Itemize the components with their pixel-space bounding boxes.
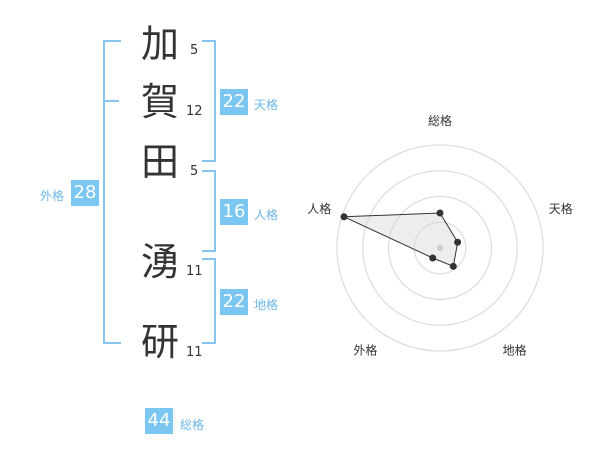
jinkaku-label: 人格	[254, 208, 279, 222]
stroke-count-5: 11	[186, 345, 203, 360]
soukaku-value: 44	[145, 408, 173, 434]
data-point	[340, 213, 348, 221]
data-point	[449, 262, 457, 270]
soukaku-label: 総格	[180, 418, 205, 432]
gaikaku-label: 外格	[40, 189, 65, 203]
data-polygon	[343, 212, 459, 268]
data-point	[429, 254, 437, 262]
axis-label: 人格	[307, 201, 331, 216]
axis-label: 天格	[549, 201, 573, 216]
gaikaku-value: 28	[71, 180, 99, 206]
stroke-count-4: 11	[186, 264, 203, 279]
gaikaku-bracket	[103, 40, 121, 344]
stroke-count-1: 5	[190, 43, 199, 58]
tenkaku-value: 22	[220, 89, 248, 115]
grid-ring	[336, 144, 544, 352]
axis-label: 地格	[503, 343, 527, 358]
axis-label: 総格	[428, 113, 452, 128]
data-point	[454, 238, 462, 246]
name-char-4: 湧	[140, 240, 179, 284]
grid-ring	[362, 170, 518, 326]
grid-ring	[413, 221, 467, 275]
axis-label: 外格	[353, 343, 377, 358]
name-char-2: 賀	[140, 80, 179, 124]
chikaku-bracket	[202, 258, 216, 344]
name-char-1: 加	[140, 22, 179, 66]
stroke-count-3: 5	[190, 164, 199, 179]
name-char-5: 研	[140, 320, 179, 364]
name-char-3: 田	[140, 140, 179, 184]
stroke-count-2: 12	[186, 104, 203, 119]
chikaku-label: 地格	[254, 298, 279, 312]
data-point	[436, 209, 444, 217]
jinkaku-bracket	[202, 170, 216, 252]
tenkaku-bracket	[202, 40, 216, 162]
grid-ring	[388, 196, 492, 300]
center-point	[437, 245, 443, 251]
gaikaku-bracket-tick	[103, 100, 119, 102]
tenkaku-label: 天格	[254, 98, 279, 112]
chikaku-value: 22	[220, 289, 248, 315]
jinkaku-value: 16	[220, 199, 248, 225]
